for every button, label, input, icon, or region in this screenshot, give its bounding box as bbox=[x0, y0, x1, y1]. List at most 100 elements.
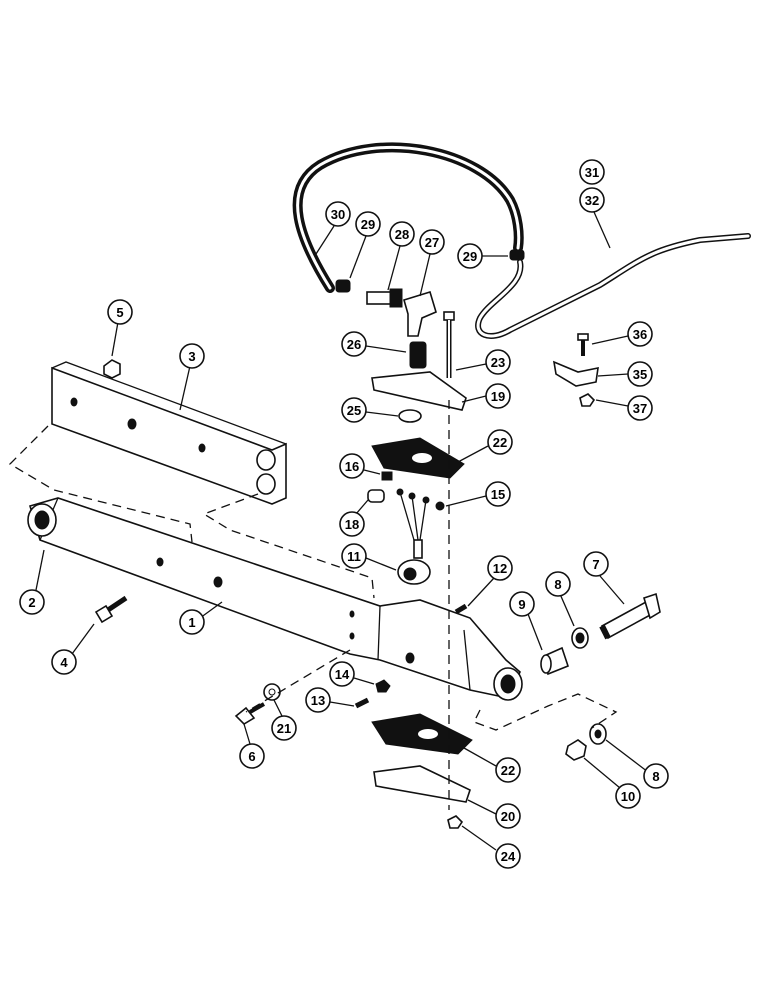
assembly-line-end bbox=[473, 693, 618, 731]
callout-26: 26 bbox=[341, 331, 407, 357]
svg-text:15: 15 bbox=[491, 487, 505, 502]
svg-text:22: 22 bbox=[493, 435, 507, 450]
callout-19: 19 bbox=[461, 383, 511, 409]
callout-5: 5 bbox=[107, 299, 133, 357]
svg-text:7: 7 bbox=[592, 557, 599, 572]
svg-text:35: 35 bbox=[633, 367, 647, 382]
callout-20: 20 bbox=[467, 799, 521, 829]
svg-text:25: 25 bbox=[347, 403, 361, 418]
svg-text:2: 2 bbox=[28, 595, 35, 610]
svg-text:20: 20 bbox=[501, 809, 515, 824]
callout-1: 1 bbox=[179, 601, 223, 635]
tube-clamp bbox=[552, 360, 599, 387]
svg-text:24: 24 bbox=[501, 849, 516, 864]
svg-text:29: 29 bbox=[463, 249, 477, 264]
callout-10: 10 bbox=[583, 757, 641, 809]
svg-text:5: 5 bbox=[116, 305, 123, 320]
callout-25: 25 bbox=[341, 397, 399, 423]
nut-10 bbox=[565, 739, 587, 761]
svg-text:31: 31 bbox=[585, 165, 599, 180]
svg-text:36: 36 bbox=[633, 327, 647, 342]
callout-36: 36 bbox=[591, 321, 653, 347]
svg-text:29: 29 bbox=[361, 217, 375, 232]
callout-16: 16 bbox=[339, 453, 381, 479]
bolt-36 bbox=[577, 333, 589, 356]
svg-text:12: 12 bbox=[493, 561, 507, 576]
elbow-fitting bbox=[403, 290, 437, 337]
spacer bbox=[540, 646, 569, 676]
svg-text:8: 8 bbox=[554, 577, 561, 592]
callout-7: 7 bbox=[583, 551, 625, 605]
nut-14 bbox=[375, 679, 391, 693]
svg-text:10: 10 bbox=[621, 789, 635, 804]
callout-3: 3 bbox=[179, 343, 205, 411]
svg-text:26: 26 bbox=[347, 337, 361, 352]
cross-bar bbox=[51, 361, 287, 505]
callout-18: 18 bbox=[339, 499, 369, 537]
callout-12: 12 bbox=[467, 555, 513, 607]
svg-text:18: 18 bbox=[345, 517, 359, 532]
assembly-line-left bbox=[8, 425, 193, 543]
svg-text:6: 6 bbox=[248, 749, 255, 764]
callout-8a: 8 bbox=[545, 571, 575, 627]
svg-text:27: 27 bbox=[425, 235, 439, 250]
svg-text:37: 37 bbox=[633, 401, 647, 416]
callout-30: 30 bbox=[315, 201, 351, 255]
svg-text:30: 30 bbox=[331, 207, 345, 222]
callout-6: 6 bbox=[239, 723, 265, 769]
svg-text:32: 32 bbox=[585, 193, 599, 208]
spring bbox=[409, 341, 427, 369]
callout-13: 13 bbox=[305, 687, 355, 713]
svg-text:19: 19 bbox=[491, 389, 505, 404]
assembly-line-right bbox=[202, 493, 375, 599]
callout-9: 9 bbox=[509, 591, 543, 651]
svg-text:9: 9 bbox=[518, 597, 525, 612]
nut-5 bbox=[103, 359, 121, 379]
svg-text:14: 14 bbox=[335, 667, 350, 682]
callout-23: 23 bbox=[455, 349, 511, 375]
callout-29a: 29 bbox=[349, 211, 381, 279]
svg-text:11: 11 bbox=[347, 549, 361, 564]
svg-text:13: 13 bbox=[311, 693, 325, 708]
callout-32: 32 bbox=[579, 187, 611, 249]
hose-clamp-left bbox=[335, 279, 351, 293]
callout-8b: 8 bbox=[605, 739, 669, 789]
callout-29b: 29 bbox=[457, 243, 508, 269]
washer bbox=[398, 409, 422, 423]
callout-11: 11 bbox=[341, 543, 397, 571]
assembly-line-pin bbox=[245, 649, 351, 713]
callout-15: 15 bbox=[445, 481, 511, 507]
svg-text:1: 1 bbox=[188, 615, 195, 630]
connector bbox=[367, 489, 385, 503]
nut-24 bbox=[447, 815, 464, 829]
small-nut bbox=[381, 471, 393, 481]
bolt-7 bbox=[599, 592, 661, 640]
svg-text:23: 23 bbox=[491, 355, 505, 370]
tube bbox=[475, 233, 751, 339]
hose-fitting bbox=[366, 288, 403, 308]
svg-text:8: 8 bbox=[652, 769, 659, 784]
svg-text:3: 3 bbox=[188, 349, 195, 364]
long-bolt bbox=[443, 311, 455, 378]
nut-37 bbox=[579, 393, 596, 407]
callout-24: 24 bbox=[461, 825, 521, 869]
screw-small bbox=[435, 501, 445, 511]
callouts: 1 2 3 4 5 6 7 8 8 9 10 11 12 13 14 15 16… bbox=[19, 159, 669, 869]
svg-text:4: 4 bbox=[60, 655, 68, 670]
bolt-6 bbox=[234, 702, 265, 726]
set-screw bbox=[354, 697, 370, 709]
svg-text:22: 22 bbox=[501, 763, 515, 778]
hose-clamp-right bbox=[509, 249, 525, 261]
bottom-plate bbox=[373, 765, 471, 803]
top-plate bbox=[371, 371, 467, 411]
bolt-4 bbox=[94, 595, 128, 624]
callout-14: 14 bbox=[329, 661, 375, 687]
callout-22b: 22 bbox=[463, 747, 521, 783]
callout-22a: 22 bbox=[457, 429, 513, 463]
svg-text:21: 21 bbox=[277, 721, 291, 736]
svg-text:16: 16 bbox=[345, 459, 359, 474]
callout-27: 27 bbox=[419, 229, 445, 297]
callout-31: 31 bbox=[579, 159, 605, 185]
hydraulic-hose bbox=[292, 142, 524, 293]
